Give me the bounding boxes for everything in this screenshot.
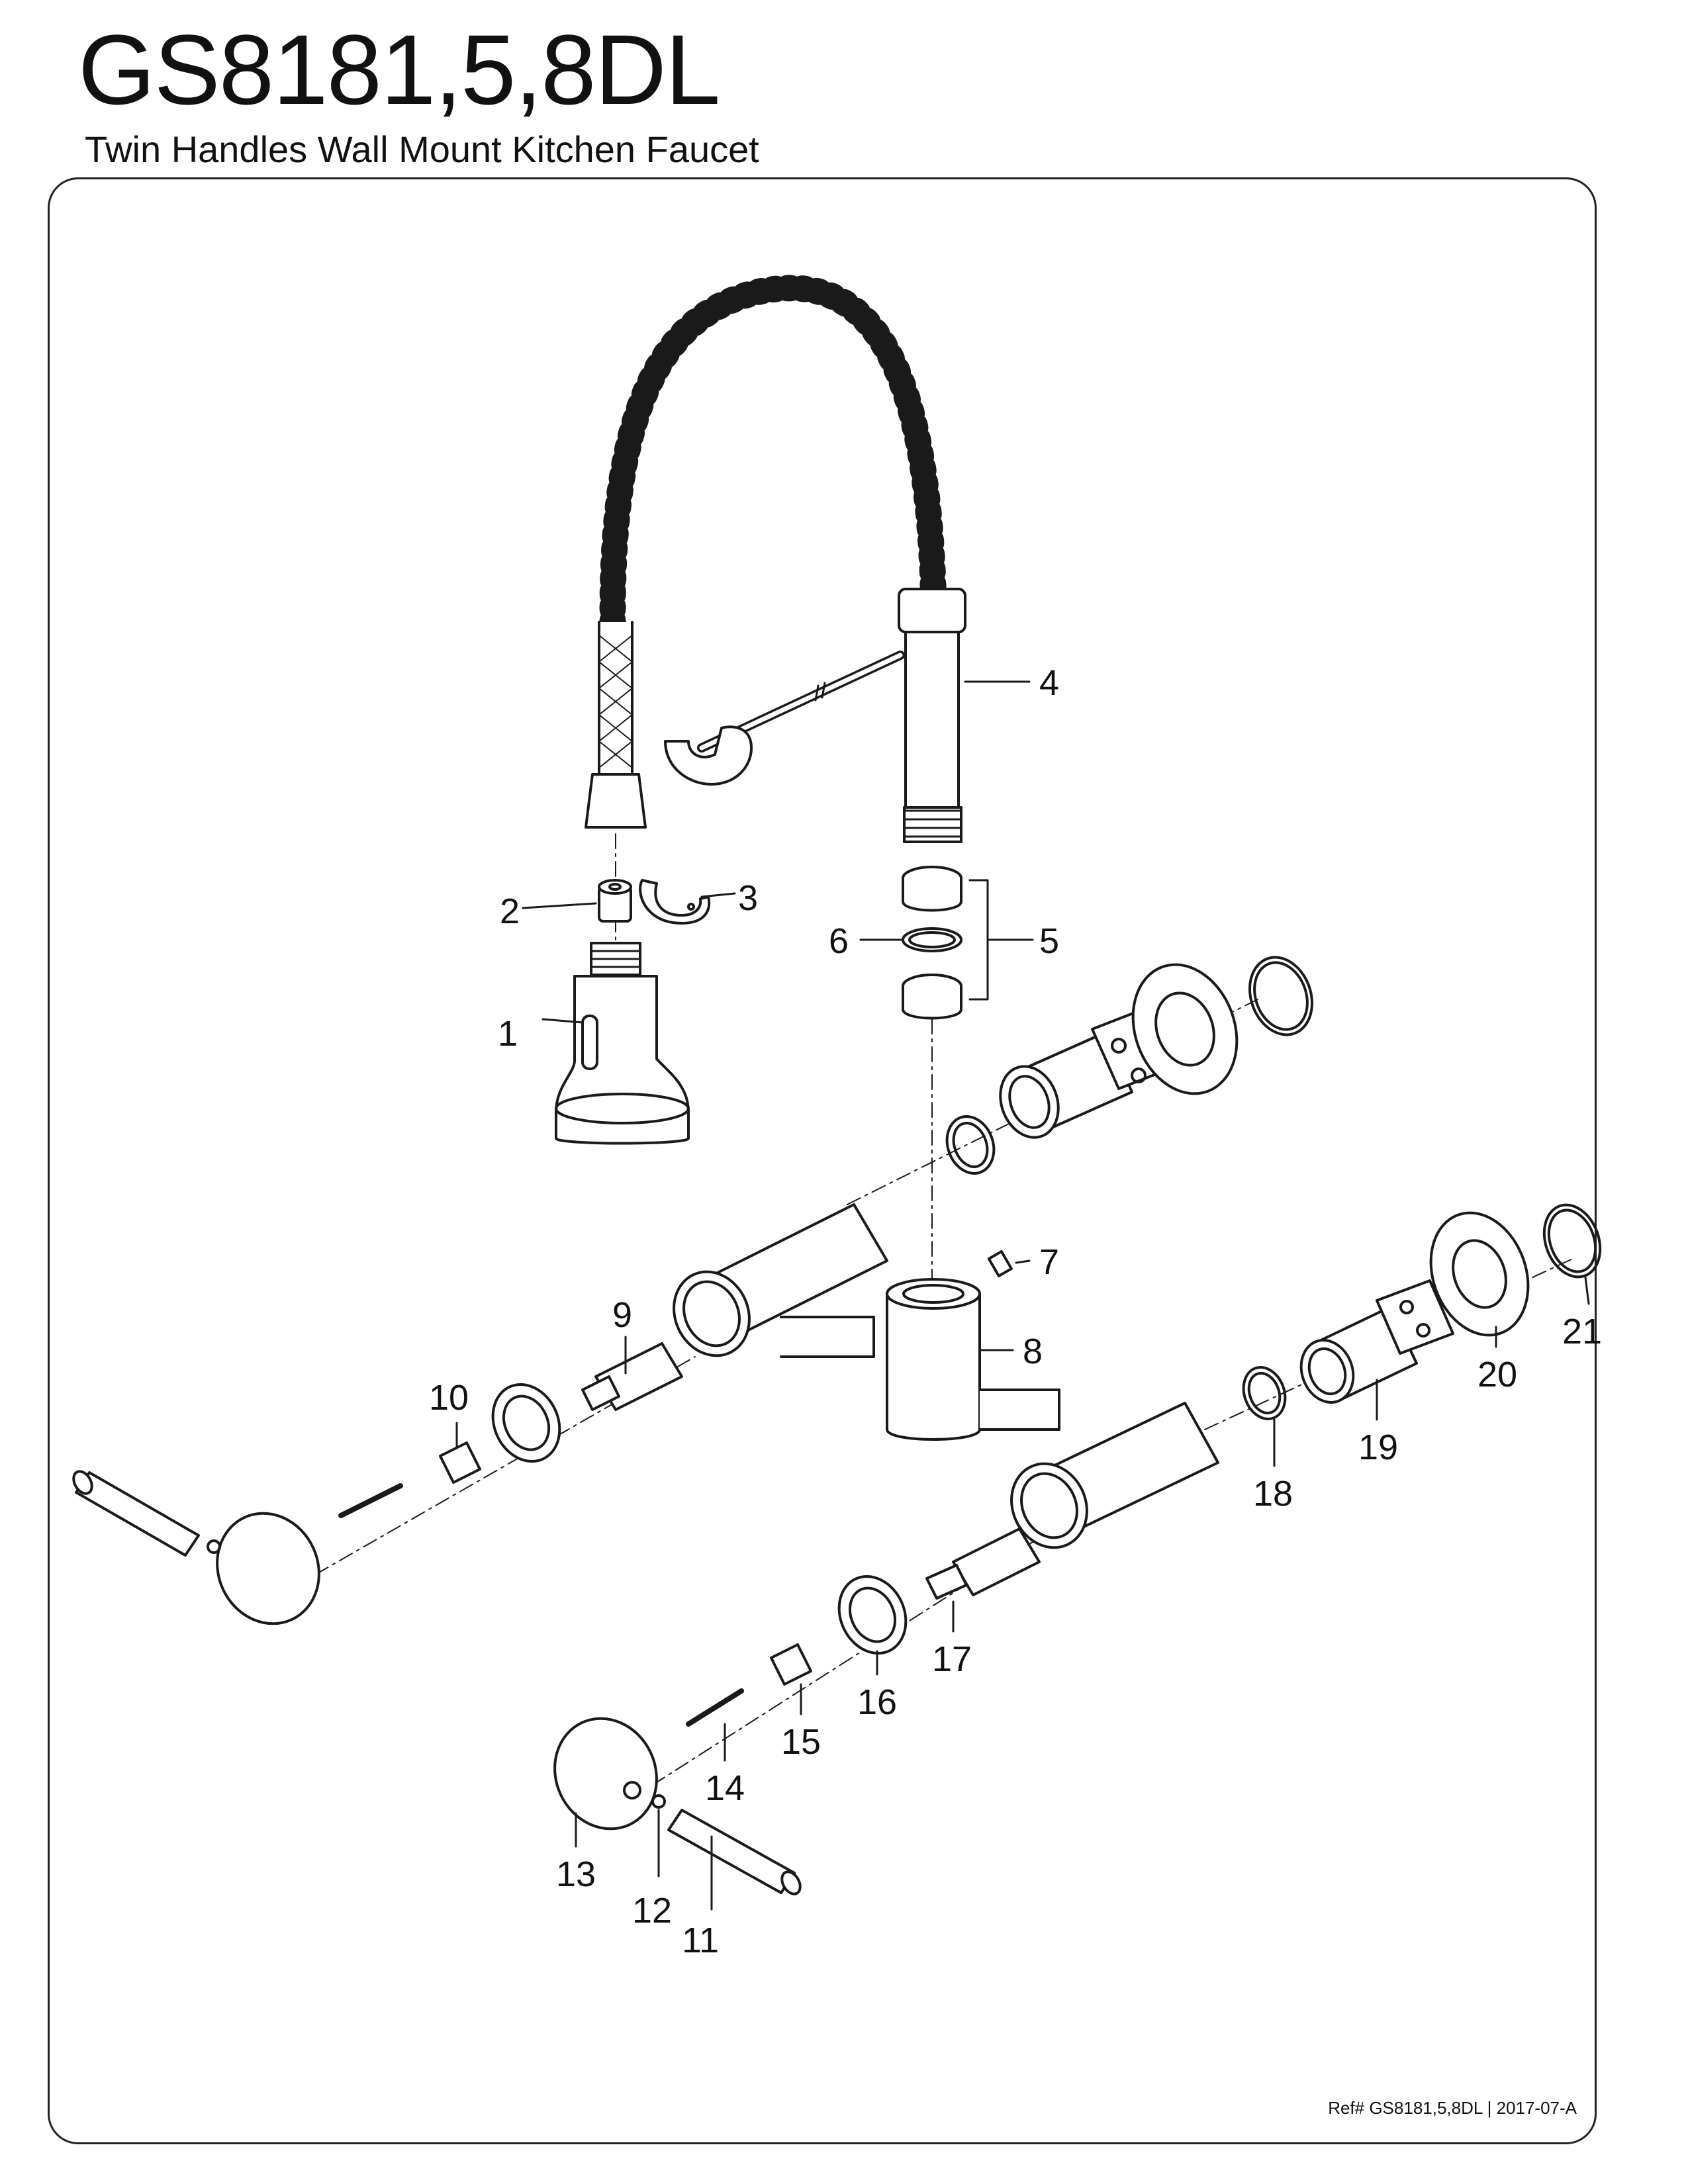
callout-labels: 1 2 3 4 5 6 7 8 9 10 11 12 13 14 15 16 1… <box>429 663 1602 1960</box>
hose-guide-clip <box>664 725 753 786</box>
part-7-set-screw <box>987 1250 1013 1277</box>
part-2-washer <box>598 879 632 923</box>
part-9-cartridge <box>581 1342 683 1411</box>
callout-1: 1 <box>498 1014 518 1054</box>
braid-pattern <box>598 635 633 768</box>
spring-coils <box>599 275 947 768</box>
callout-12: 12 <box>632 1891 672 1931</box>
part-19-eccentric <box>1299 1279 1454 1404</box>
part-3-clip <box>639 879 711 925</box>
callout-7: 7 <box>1039 1242 1059 1282</box>
upper-flange <box>1131 963 1239 1095</box>
left-handle <box>72 1470 320 1625</box>
part-20-flange <box>1429 1211 1530 1337</box>
callout-16: 16 <box>857 1682 897 1722</box>
centerline-left-handle <box>291 1356 696 1589</box>
bracket-5 <box>968 879 1034 1001</box>
callout-9: 9 <box>612 1295 632 1335</box>
callout-3: 3 <box>738 878 758 918</box>
part-17-cartridge <box>925 1527 1041 1600</box>
part-21-ring <box>1542 1203 1602 1279</box>
callout-14: 14 <box>705 1768 745 1808</box>
product-subtitle: Twin Handles Wall Mount Kitchen Faucet <box>85 128 759 170</box>
callout-2: 2 <box>500 891 520 931</box>
callout-5: 5 <box>1039 921 1059 961</box>
hose-connector <box>585 773 647 829</box>
callout-13: 13 <box>556 1854 596 1894</box>
part-18-o-ring <box>1242 1366 1287 1420</box>
part-8-faucet-body <box>673 1203 1219 1549</box>
diagram-frame <box>48 177 1597 2144</box>
part-13-handle <box>553 1717 658 1831</box>
braided-hose <box>598 621 633 776</box>
leader-lines <box>455 680 1590 1911</box>
callout-17: 17 <box>932 1639 972 1679</box>
callout-8: 8 <box>1023 1332 1043 1371</box>
upper-flange-ring <box>1248 956 1314 1036</box>
callout-19: 19 <box>1358 1428 1398 1467</box>
callout-10: 10 <box>429 1378 469 1418</box>
callout-6: 6 <box>829 921 849 961</box>
reference-number: Ref# GS8181,5,8DL | 2017-07-A <box>1328 2098 1577 2118</box>
callout-15: 15 <box>781 1722 821 1762</box>
part-12-set-screw <box>651 1794 666 1809</box>
upper-o-ring <box>945 1115 996 1175</box>
part-14-screw <box>686 1688 744 1727</box>
part-16-bonnet-nut <box>837 1574 908 1655</box>
part-15-adapter <box>770 1643 812 1686</box>
model-title: GS8181,5,8DL <box>78 14 720 125</box>
spout-body-4 <box>898 588 966 843</box>
callout-18: 18 <box>1253 1474 1293 1514</box>
spring-spout <box>585 275 947 829</box>
callout-11: 11 <box>682 1921 719 1960</box>
callout-20: 20 <box>1477 1355 1517 1394</box>
part-5-bushings <box>902 866 962 1020</box>
part-10-bonnet-nut <box>338 1383 561 1518</box>
part-11-lever <box>667 1809 802 1895</box>
callout-4: 4 <box>1039 663 1059 703</box>
part-1-spray-head <box>555 942 690 1145</box>
callout-21: 21 <box>1562 1312 1602 1351</box>
